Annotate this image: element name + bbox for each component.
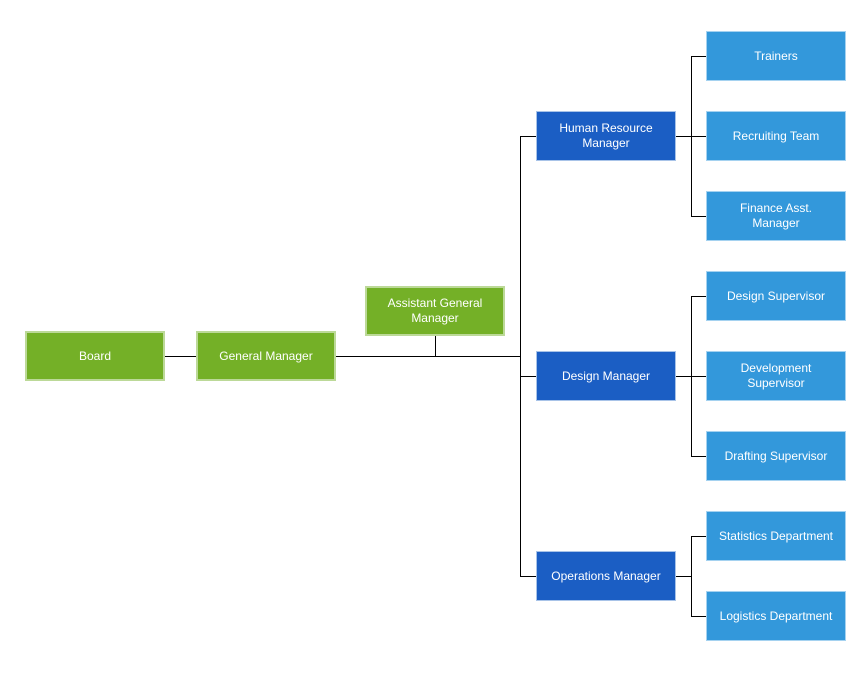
connector-to-development-supervisor bbox=[691, 376, 706, 377]
connector-trunk-design-manager bbox=[520, 376, 536, 377]
node-logistics-department[interactable]: Logistics Department bbox=[706, 591, 846, 641]
node-logistics-department-label: Logistics Department bbox=[719, 608, 833, 623]
connector-to-trainers bbox=[691, 56, 706, 57]
connector-design-to-children bbox=[676, 376, 691, 377]
node-drafting-supervisor-label: Drafting Supervisor bbox=[724, 448, 828, 463]
node-human-resource-manager[interactable]: Human Resource Manager bbox=[536, 111, 676, 161]
node-trainers-label: Trainers bbox=[754, 48, 798, 63]
connector-trunk-operations-manager bbox=[520, 576, 536, 577]
connector-trunk-vertical bbox=[520, 136, 521, 577]
node-recruiting-team[interactable]: Recruiting Team bbox=[706, 111, 846, 161]
connector-trunk-human-resource-manager bbox=[520, 136, 536, 137]
connector-to-drafting-supervisor bbox=[691, 456, 706, 457]
node-design-manager-label: Design Manager bbox=[561, 368, 651, 383]
connector-board-general-manager bbox=[165, 356, 196, 357]
node-design-manager[interactable]: Design Manager bbox=[536, 351, 676, 401]
node-development-supervisor-label: Development Supervisor bbox=[740, 361, 812, 390]
node-recruiting-team-label: Recruiting Team bbox=[732, 128, 820, 143]
node-drafting-supervisor[interactable]: Drafting Supervisor bbox=[706, 431, 846, 481]
node-statistics-department-label: Statistics Department bbox=[718, 528, 834, 543]
node-human-resource-manager-label: Human Resource Manager bbox=[559, 121, 653, 150]
node-assistant-general-manager-label: Assistant General Manager bbox=[387, 296, 483, 325]
node-general-manager-label: General Manager bbox=[219, 348, 313, 363]
node-finance-asst-manager[interactable]: Finance Asst. Manager bbox=[706, 191, 846, 241]
connector-assistant-general-manager-stub bbox=[435, 336, 436, 356]
connector-to-design-supervisor bbox=[691, 296, 706, 297]
connector-to-logistics-department bbox=[691, 616, 706, 617]
node-design-supervisor[interactable]: Design Supervisor bbox=[706, 271, 846, 321]
node-general-manager[interactable]: General Manager bbox=[196, 331, 336, 381]
connector-to-finance-asst-manager bbox=[691, 216, 706, 217]
node-design-supervisor-label: Design Supervisor bbox=[726, 288, 826, 303]
connector-to-statistics-department bbox=[691, 536, 706, 537]
connector-operations-to-children bbox=[676, 576, 691, 577]
node-operations-manager-label: Operations Manager bbox=[551, 568, 661, 583]
node-assistant-general-manager[interactable]: Assistant General Manager bbox=[365, 286, 505, 336]
node-finance-asst-manager-label: Finance Asst. Manager bbox=[739, 201, 813, 230]
connector-general-manager-trunk bbox=[336, 356, 520, 357]
node-operations-manager[interactable]: Operations Manager bbox=[536, 551, 676, 601]
connector-hr-to-children bbox=[676, 136, 691, 137]
connector-operations-children-vertical bbox=[691, 536, 692, 617]
node-board[interactable]: Board bbox=[25, 331, 165, 381]
node-statistics-department[interactable]: Statistics Department bbox=[706, 511, 846, 561]
node-trainers[interactable]: Trainers bbox=[706, 31, 846, 81]
node-development-supervisor[interactable]: Development Supervisor bbox=[706, 351, 846, 401]
node-board-label: Board bbox=[78, 348, 112, 363]
connector-to-recruiting-team bbox=[691, 136, 706, 137]
